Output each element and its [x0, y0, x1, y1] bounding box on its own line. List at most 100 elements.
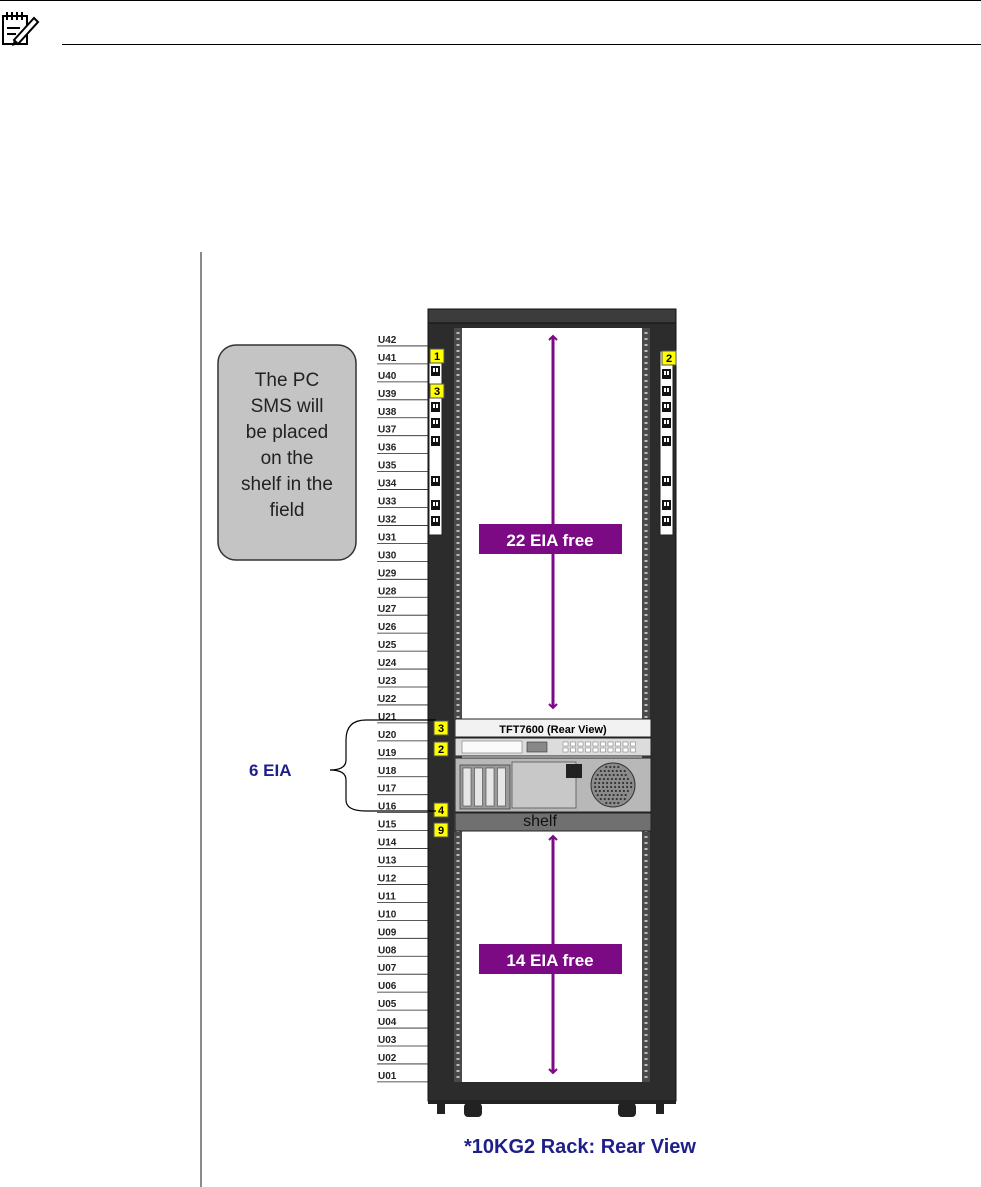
rail-hole	[456, 542, 460, 544]
fan-grill-hole	[619, 797, 622, 801]
rail-hole	[644, 362, 648, 364]
rack-unit-label: U35	[378, 461, 397, 472]
shelf-label: shelf	[523, 813, 557, 830]
rail-hole	[456, 596, 460, 598]
pdu-outlet-icon	[662, 418, 671, 428]
monitor-badge	[433, 720, 449, 736]
shelf-unit	[454, 812, 652, 832]
rail-hole	[456, 698, 460, 700]
rail-hole	[456, 338, 460, 340]
rail-hole	[456, 1046, 460, 1048]
pdu-outlet-icon	[431, 476, 440, 486]
rack-top-bar	[427, 308, 677, 324]
fan-grill-hole	[626, 781, 629, 785]
free-top-label: 22 EIA free	[506, 531, 593, 550]
rail-hole	[644, 836, 648, 838]
rack-unit-label: U10	[378, 909, 397, 920]
rail-hole	[456, 650, 460, 652]
rack-unit-label: U07	[378, 963, 397, 974]
fan-grill-hole	[603, 769, 606, 773]
rail-hole	[456, 518, 460, 520]
fan-grill-hole	[603, 797, 606, 801]
rack-unit-label: U15	[378, 820, 397, 831]
fan-grill-hole	[598, 781, 601, 785]
rack-unit-label: U11	[378, 891, 396, 902]
rail-hole	[456, 854, 460, 856]
rack-unit-label: U12	[378, 873, 397, 884]
rail-hole	[644, 404, 648, 406]
rack-unit-label: U25	[378, 640, 397, 651]
rack-unit-label: U40	[378, 371, 397, 382]
pdu-outlet-pin	[433, 438, 435, 442]
kvm-port	[622, 747, 629, 753]
rail-hole	[644, 518, 648, 520]
rail-hole	[456, 1016, 460, 1018]
fan-grill-hole	[606, 785, 609, 789]
rail-hole	[644, 584, 648, 586]
pdu-outlet-icon	[431, 500, 440, 510]
rail-hole	[644, 422, 648, 424]
callout-line-5: shelf in the	[241, 474, 333, 495]
fan-grill-hole	[609, 801, 612, 805]
rail-hole	[456, 860, 460, 862]
rail-hole	[644, 1076, 648, 1078]
fan-grill-hole	[626, 785, 629, 789]
pc-power-socket	[566, 764, 582, 778]
rail-hole	[456, 554, 460, 556]
monitor-badge-label: 3	[438, 723, 444, 735]
fan-grill-hole	[618, 781, 621, 785]
pdu-outlet-pin	[664, 404, 666, 408]
kvm-port	[562, 747, 569, 753]
rack-caption: *10KG2 Rack: Rear View	[464, 1136, 696, 1158]
rail-hole	[456, 620, 460, 622]
pdu-outlet-pin	[667, 420, 669, 424]
caster-right	[618, 1103, 636, 1117]
rail-hole	[644, 1016, 648, 1018]
fan-grill-hole	[604, 773, 607, 777]
rail-hole	[456, 1040, 460, 1042]
fan-grill-hole	[615, 769, 618, 773]
rail-hole	[456, 488, 460, 490]
rail-hole	[456, 662, 460, 664]
fan-grill-hole	[602, 789, 606, 793]
pdu-right-badge-top-label: 2	[666, 353, 672, 365]
rail-hole	[456, 950, 460, 952]
rail-hole	[456, 428, 460, 430]
pdu-outlet-pin	[433, 404, 435, 408]
rail-hole	[644, 530, 648, 532]
rail-hole	[456, 398, 460, 400]
rail-hole	[456, 674, 460, 676]
pc-fan-grill	[594, 765, 633, 805]
rack-unit-label: U04	[378, 1017, 397, 1028]
rack-unit-label: U14	[378, 838, 397, 849]
callout-line-2: SMS will	[251, 396, 324, 417]
callout-line-3: be placed	[246, 422, 328, 443]
pdu-outlet-icon	[662, 369, 671, 379]
rail-hole	[644, 338, 648, 340]
fan-grill-hole	[602, 781, 605, 785]
rack-unit-label: U33	[378, 497, 397, 508]
rail-hole	[644, 620, 648, 622]
change-bar	[200, 252, 202, 1187]
top-rule	[0, 0, 981, 1]
rail-hole	[456, 986, 460, 988]
rail-hole	[644, 698, 648, 700]
kvm-port	[600, 741, 606, 747]
rail-hole	[456, 656, 460, 658]
rack-unit-label: U23	[378, 676, 397, 687]
kvm-port	[615, 741, 621, 747]
rack-unit-label: U13	[378, 856, 397, 867]
rail-hole	[456, 356, 460, 358]
rail-hole	[644, 926, 648, 928]
kvm-port	[585, 741, 591, 747]
foot-right	[656, 1104, 664, 1114]
rail-hole	[644, 416, 648, 418]
pdu-outlet-pin	[667, 502, 669, 506]
rail-hole	[644, 1058, 648, 1060]
fan-grill-hole	[598, 777, 602, 781]
rail-hole	[456, 878, 460, 880]
rail-hole	[456, 350, 460, 352]
rail-hole	[456, 992, 460, 994]
pc-slot-cover	[462, 767, 472, 807]
rail-hole	[456, 392, 460, 394]
